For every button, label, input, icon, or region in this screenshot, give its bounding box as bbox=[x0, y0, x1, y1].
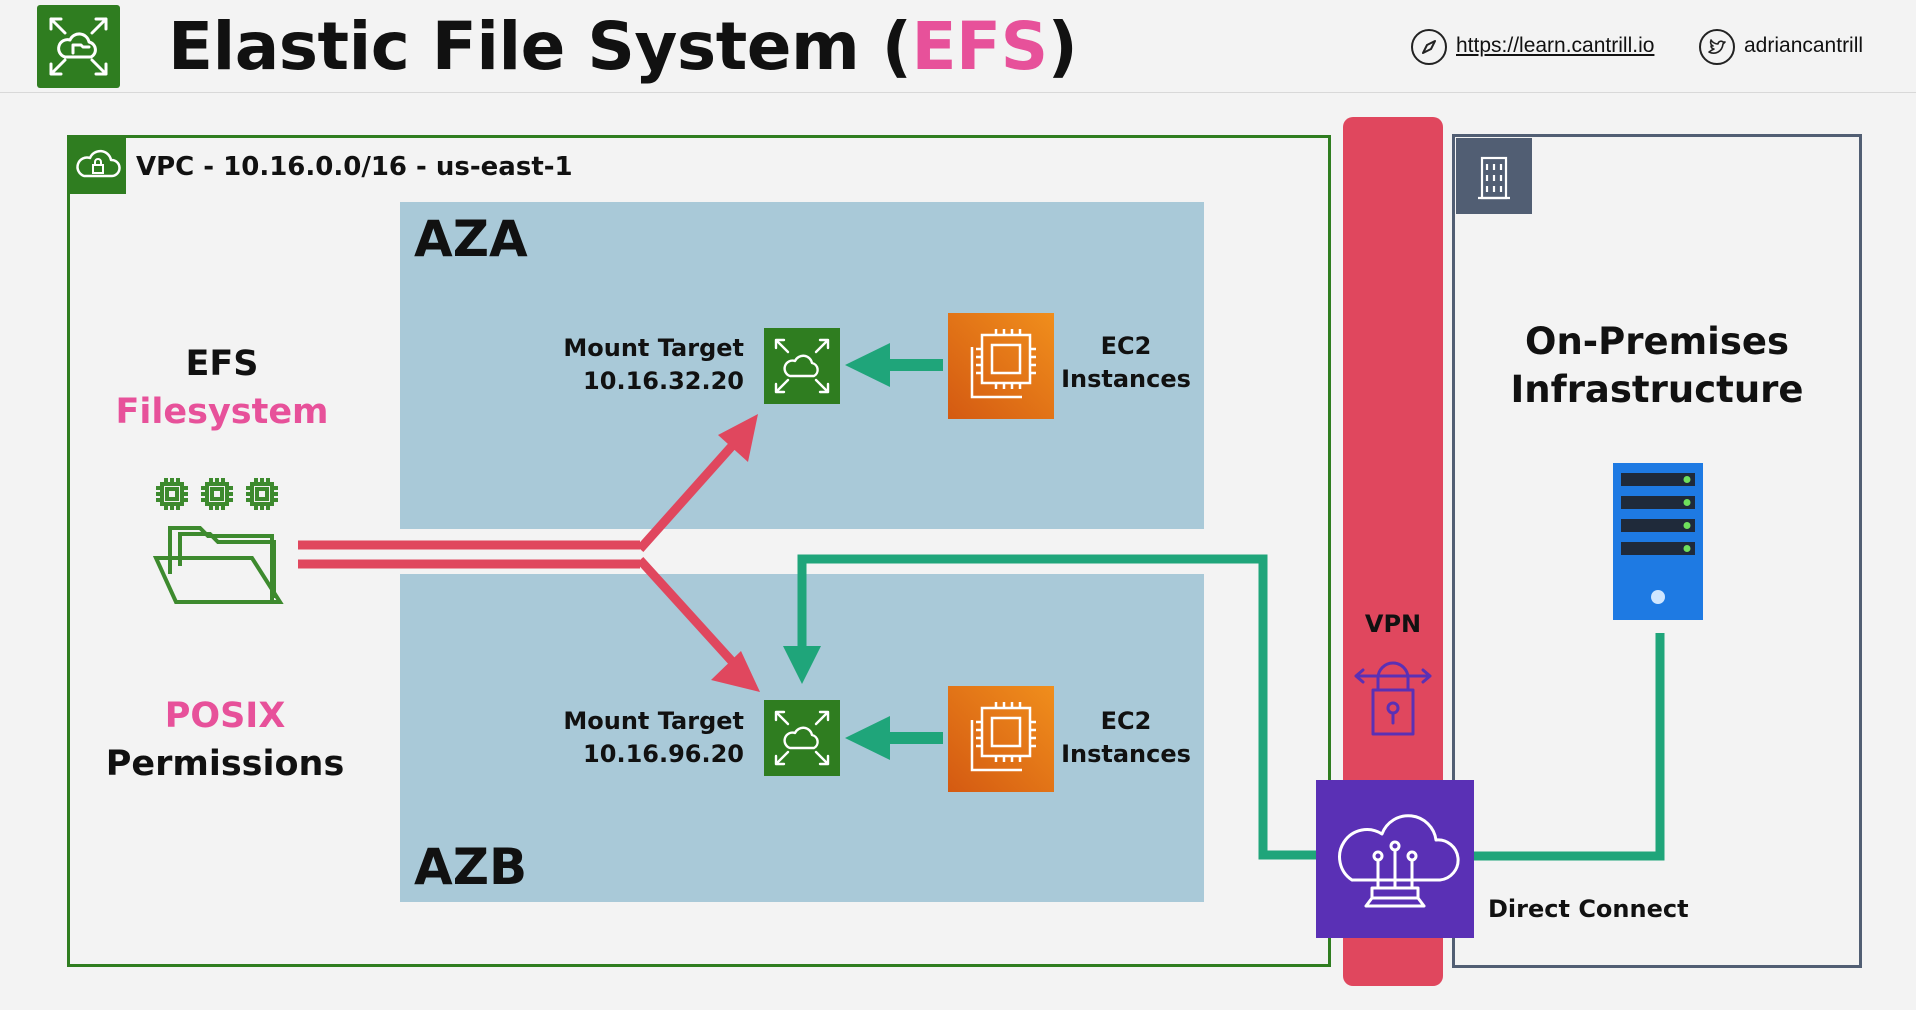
efs-logo-icon bbox=[37, 5, 120, 88]
ec2-instances-b-label: EC2 Instances bbox=[1061, 707, 1191, 768]
twitter-icon bbox=[1699, 29, 1735, 65]
folder-chips-icon bbox=[152, 474, 292, 606]
green-arrowhead-dc bbox=[783, 646, 821, 684]
az-a-label: AZA bbox=[414, 210, 528, 268]
direct-connect-icon[interactable] bbox=[1316, 780, 1474, 938]
ec2-instances-a-icon[interactable] bbox=[948, 313, 1054, 419]
green-arrowhead-ec2-a bbox=[845, 343, 890, 387]
page-title: Elastic File System (EFS) bbox=[168, 8, 1078, 85]
vpc-label: VPC - 10.16.0.0/16 - us-east-1 bbox=[136, 152, 573, 182]
on-premises-title: On-Premises Infrastructure bbox=[1510, 320, 1804, 411]
building-icon bbox=[1456, 138, 1532, 214]
on-premises-container bbox=[1452, 134, 1862, 968]
az-b-label: AZB bbox=[414, 838, 528, 896]
header-bar bbox=[0, 0, 1916, 93]
padlock-icon bbox=[1350, 648, 1436, 740]
mount-target-b-label: Mount Target 10.16.96.20 bbox=[563, 707, 744, 768]
red-arrow-to-mount-a bbox=[636, 434, 744, 552]
mount-target-a-icon[interactable] bbox=[764, 328, 840, 404]
ec2-instances-b-icon[interactable] bbox=[948, 686, 1054, 792]
posix-permissions-title: POSIX Permissions bbox=[105, 696, 345, 784]
red-arrow-to-mount-b bbox=[636, 556, 742, 672]
twitter-handle[interactable]: adriancantrill bbox=[1744, 34, 1864, 57]
vpn-label: VPN bbox=[1364, 610, 1422, 638]
direct-connect-label: Direct Connect bbox=[1488, 895, 1689, 923]
red-arrowhead-a bbox=[718, 414, 758, 462]
mount-target-a-label: Mount Target 10.16.32.20 bbox=[563, 334, 744, 395]
ec2-instances-a-label: EC2 Instances bbox=[1061, 332, 1191, 393]
red-arrowhead-b bbox=[711, 651, 760, 692]
green-arrowhead-ec2-b bbox=[845, 716, 890, 760]
page-title-accent: EFS bbox=[911, 8, 1048, 85]
vpc-cloud-lock-icon bbox=[70, 138, 126, 194]
mount-target-b-icon[interactable] bbox=[764, 700, 840, 776]
vpc-container bbox=[67, 135, 1331, 967]
compass-icon bbox=[1411, 29, 1447, 65]
website-link[interactable]: https://learn.cantrill.io bbox=[1456, 34, 1655, 57]
green-path-dc-to-mount-b bbox=[797, 554, 1316, 860]
efs-filesystem-title: EFS Filesystem bbox=[115, 344, 329, 432]
server-icon bbox=[1613, 463, 1703, 620]
green-path-server-to-dc bbox=[1474, 633, 1665, 861]
